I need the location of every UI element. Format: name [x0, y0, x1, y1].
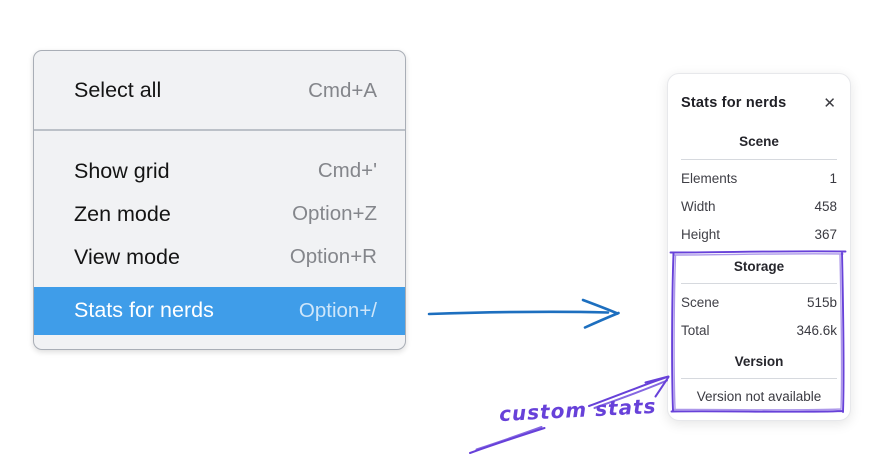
menu-item-label: Show grid	[74, 158, 170, 183]
section-divider	[681, 283, 837, 284]
menu-item-view-mode[interactable]: View mode Option+R	[34, 236, 405, 279]
stat-value: 458	[814, 198, 837, 214]
stat-row-total-size: Total 346.6k	[681, 316, 837, 344]
stat-label: Width	[681, 198, 716, 214]
stat-value: 367	[814, 226, 837, 242]
stat-value: 515b	[806, 294, 837, 310]
context-menu: Select all Cmd+A Show grid Cmd+' Zen mod…	[33, 50, 406, 350]
stat-value: 346.6k	[796, 322, 837, 338]
menu-item-label: Zen mode	[74, 201, 171, 226]
stat-row-height: Height 367	[681, 220, 837, 248]
stats-panel-title: Stats for nerds	[681, 95, 787, 111]
menu-item-shortcut: Option+Z	[292, 202, 377, 225]
menu-item-select-all[interactable]: Select all Cmd+A	[34, 69, 405, 112]
menu-item-label: View mode	[74, 244, 180, 269]
close-icon[interactable]: ✕	[823, 94, 836, 112]
annotation-leader-line	[469, 426, 546, 454]
stat-label: Height	[681, 226, 721, 242]
menu-divider	[34, 129, 405, 131]
section-divider	[681, 378, 837, 379]
menu-item-label: Select all	[74, 78, 162, 102]
menu-item-show-grid[interactable]: Show grid Cmd+'	[34, 150, 405, 193]
storage-rows: Scene 515b Total 346.6k	[681, 288, 837, 344]
annotation-arrow	[588, 375, 670, 409]
scene-rows: Elements 1 Width 458 Height 367	[681, 164, 837, 248]
menu-item-shortcut: Cmd+'	[317, 159, 377, 182]
stat-value: 1	[829, 170, 837, 186]
menu-item-shortcut: Option+R	[289, 245, 377, 268]
flow-arrow	[427, 298, 620, 329]
section-header-scene: Scene	[739, 134, 779, 149]
stat-row-elements: Elements 1	[681, 164, 837, 192]
menu-item-shortcut: Cmd+A	[308, 78, 377, 102]
section-header-storage: Storage	[733, 259, 785, 274]
stat-label: Scene	[681, 294, 720, 310]
menu-item-zen-mode[interactable]: Zen mode Option+Z	[34, 193, 405, 236]
section-header-version: Version	[734, 354, 784, 369]
stat-row-width: Width 458	[681, 192, 837, 220]
stats-panel: Stats for nerds ✕ Scene Elements 1 Width…	[667, 73, 851, 421]
stats-panel-header: Stats for nerds ✕	[681, 93, 837, 113]
section-divider	[681, 159, 837, 160]
custom-stats-annotation: custom stats	[498, 393, 658, 427]
version-note: Version not available	[696, 389, 822, 404]
menu-item-shortcut: Option+/	[298, 298, 377, 322]
stat-row-scene-size: Scene 515b	[681, 288, 837, 316]
stat-label: Total	[681, 322, 710, 338]
stat-label: Elements	[681, 170, 738, 186]
menu-item-stats-for-nerds[interactable]: Stats for nerds Option+/	[34, 286, 405, 335]
menu-item-label: Stats for nerds	[74, 298, 214, 322]
